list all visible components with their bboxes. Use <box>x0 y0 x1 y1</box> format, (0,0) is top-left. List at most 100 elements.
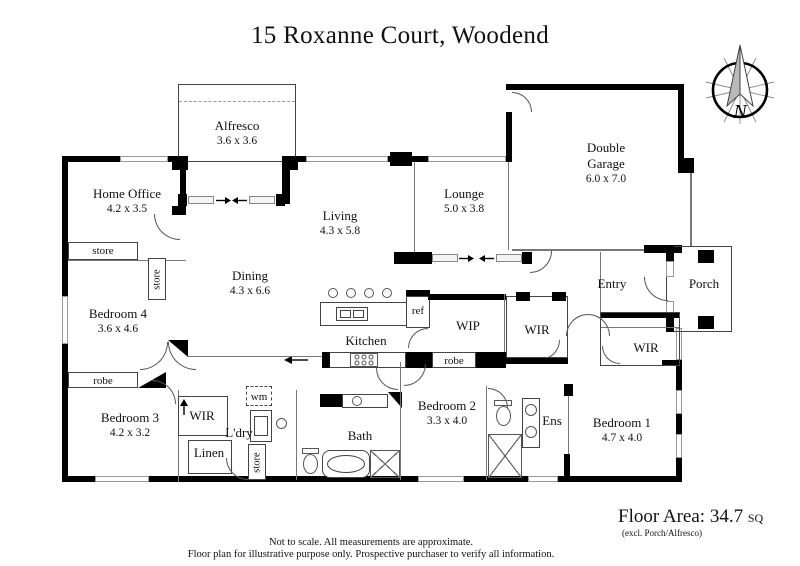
toilet-bowl <box>303 454 318 474</box>
wall <box>428 294 506 300</box>
door-arc <box>152 380 176 404</box>
fridge-label: ref <box>406 306 430 317</box>
window <box>676 434 682 458</box>
wall <box>394 252 432 264</box>
porch-pillar <box>698 250 714 263</box>
room-name: WIR <box>189 408 215 423</box>
page-title: 15 Roxanne Court, Woodend <box>250 22 550 49</box>
cooktop-icon <box>350 353 378 367</box>
room-dims: 4.3 x 5.8 <box>319 224 361 237</box>
wall <box>322 352 330 368</box>
wall <box>644 245 682 253</box>
room-dims: 3.6 x 3.6 <box>216 134 258 147</box>
wall-line <box>178 390 179 482</box>
sliding-door-panel <box>188 196 214 204</box>
room-name: Home Office <box>93 186 161 201</box>
wall <box>506 84 684 90</box>
wall-line <box>508 162 509 250</box>
robe-label: robe <box>432 356 476 367</box>
door-arc <box>168 342 196 370</box>
wall <box>406 290 430 296</box>
window <box>676 390 682 414</box>
wall <box>506 358 568 364</box>
bathtub-inner <box>327 455 365 473</box>
door-arc <box>512 92 532 112</box>
sliding-door-arrow-icon <box>216 197 231 204</box>
wall <box>564 454 570 482</box>
linen-outline <box>188 440 232 474</box>
wall <box>282 162 290 204</box>
disclaimer-line2: Floor plan for illustrative purpose only… <box>187 549 555 561</box>
room-name: Dining <box>231 268 269 283</box>
room-name: WIR <box>633 340 659 355</box>
laundry-trough-bowl <box>254 416 268 436</box>
wall-line <box>188 356 322 357</box>
wall <box>522 252 532 264</box>
room-name: Living <box>322 208 358 223</box>
room-label-bedroom1: Bedroom 1 4.7 x 4.0 <box>572 415 672 445</box>
alfresco-roofline <box>179 101 295 102</box>
wall <box>662 360 682 366</box>
door-arc <box>154 214 180 240</box>
window <box>528 476 558 482</box>
store-label-vertical: store <box>148 258 166 300</box>
room-label-laundry: L'dry <box>214 425 264 441</box>
store-cupboard <box>68 242 138 260</box>
wall <box>666 246 674 261</box>
door-arc <box>408 328 428 348</box>
wall-line <box>504 294 505 358</box>
wall-line <box>400 362 401 480</box>
door-arc <box>140 342 168 370</box>
porch-pillar <box>698 316 714 329</box>
washing-machine-space <box>246 386 272 406</box>
window <box>306 156 388 162</box>
room-name: Porch <box>688 276 720 291</box>
room-name: Alfresco <box>214 118 260 133</box>
wall <box>552 292 566 301</box>
window <box>418 476 464 482</box>
room-label-garage: Double Garage 6.0 x 7.0 <box>571 140 641 186</box>
ref-text: ref <box>411 305 425 317</box>
room-name: Ens <box>542 413 562 428</box>
room-label-living: Living 4.3 x 5.8 <box>290 208 390 238</box>
stool <box>328 288 338 298</box>
wall <box>62 476 682 482</box>
room-name: Bedroom 1 <box>592 415 652 430</box>
room-dims: 4.3 x 6.6 <box>229 284 271 297</box>
bath-basin <box>352 396 362 406</box>
wall-line <box>512 249 682 251</box>
room-label-porch: Porch <box>679 276 729 292</box>
ensuite-basin <box>525 426 537 438</box>
sliding-door-arrow-icon <box>479 255 494 262</box>
room-label-bedroom4: Bedroom 4 3.6 x 4.6 <box>68 306 168 336</box>
room-dims: 3.3 x 4.0 <box>426 414 468 427</box>
room-label-linen: Linen <box>186 445 232 461</box>
kitchen-island <box>320 302 412 326</box>
wall-line <box>600 252 601 312</box>
store-text: store <box>151 268 163 290</box>
room-label-dining: Dining 4.3 x 6.6 <box>200 268 300 298</box>
washing-machine-label: wm <box>246 392 272 403</box>
wall <box>600 312 680 318</box>
room-label-entry: Entry <box>582 276 642 292</box>
wall-line <box>486 386 487 480</box>
room-label-wip: WIP <box>438 318 498 334</box>
wall-line <box>568 390 569 480</box>
room-dims: 4.2 x 3.2 <box>109 426 151 439</box>
wall-line <box>414 162 415 254</box>
sliding-door-panel <box>496 254 522 262</box>
shelf-line <box>601 327 679 328</box>
wall <box>678 84 684 160</box>
hallway-arrow-icon <box>284 356 308 364</box>
alfresco-outline <box>178 84 296 162</box>
room-label-ensuite: Ens <box>536 413 568 429</box>
compass-north-icon: N <box>705 44 775 124</box>
room-dims: 4.7 x 4.0 <box>601 431 643 444</box>
stool <box>346 288 356 298</box>
wall-line <box>68 260 186 261</box>
kitchen-sink-bowl <box>353 310 364 318</box>
window <box>666 261 674 277</box>
store-cupboard <box>248 444 266 480</box>
store-text: store <box>251 451 263 473</box>
